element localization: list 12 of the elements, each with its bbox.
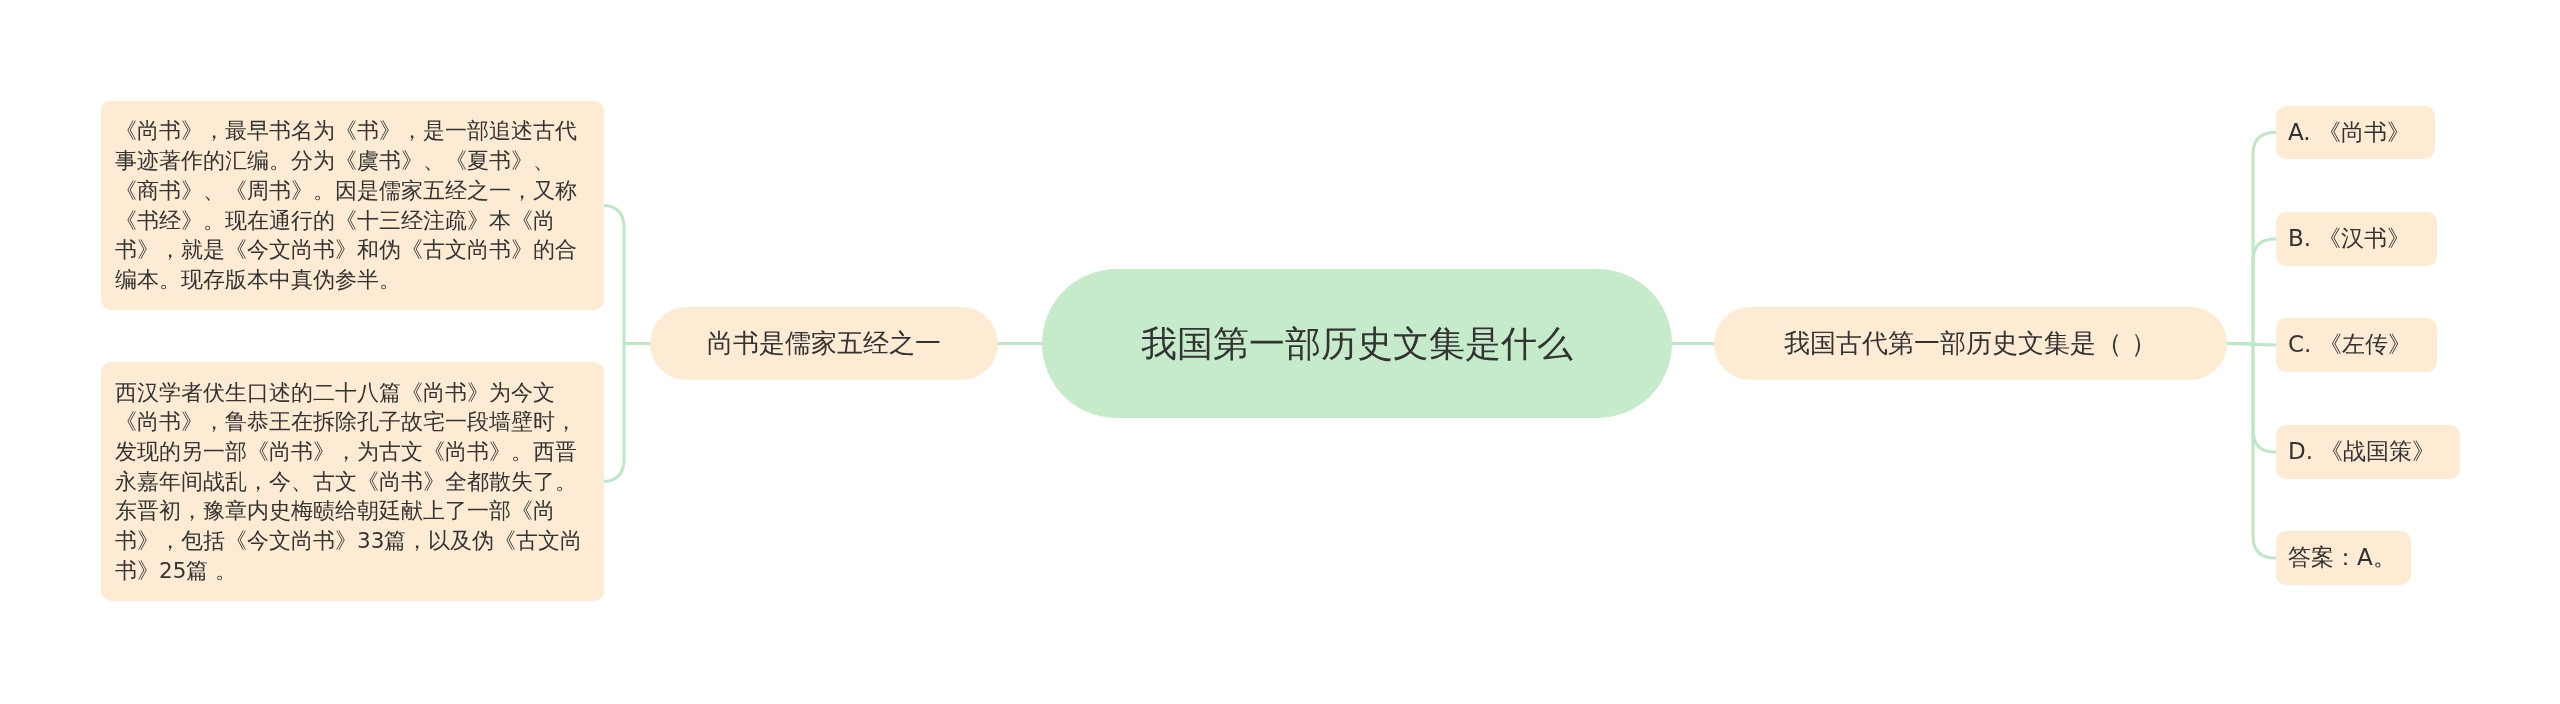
option-box: A. 《尚书》 (2276, 106, 2435, 159)
central-topic: 我国第一部历史文集是什么 (1042, 269, 1672, 418)
connector-line (1672, 342, 1714, 345)
option-box: D. 《战国策》 (2276, 425, 2460, 479)
note-box: 《尚书》，最早书名为《书》，是一部追述古代事迹著作的汇编。分为《虞书》、《夏书》、《商书》、《周书》。因是儒家五经之一，又称《书经》。现在通行的《十三经注疏》本《尚书》，就是《今文尚书》和伪《古文尚书》的合编本。现存版本中真伪参半。 (101, 101, 604, 310)
answer-box: 答案：A。 (2276, 531, 2411, 585)
connector-line (998, 342, 1042, 345)
note-box: 西汉学者伏生口述的二十八篇《尚书》为今文《尚书》，鲁恭王在拆除孔子故宅一段墙壁时，发现的另一部《尚书》，为古文《尚书》。西晋永嘉年间战乱，今、古文《尚书》全都散失了。东晋初，豫章内史梅赜给朝廷献上了一部《尚书》，包括《今文尚书》33篇，以及伪《古文尚书》25篇 。 (101, 362, 604, 601)
branch-topic: 尚书是儒家五经之一 (650, 307, 998, 380)
option-box: B. 《汉书》 (2276, 212, 2437, 266)
branch-topic: 我国古代第一部历史文集是（ ） (1714, 307, 2227, 380)
option-box: C. 《左传》 (2276, 318, 2437, 372)
